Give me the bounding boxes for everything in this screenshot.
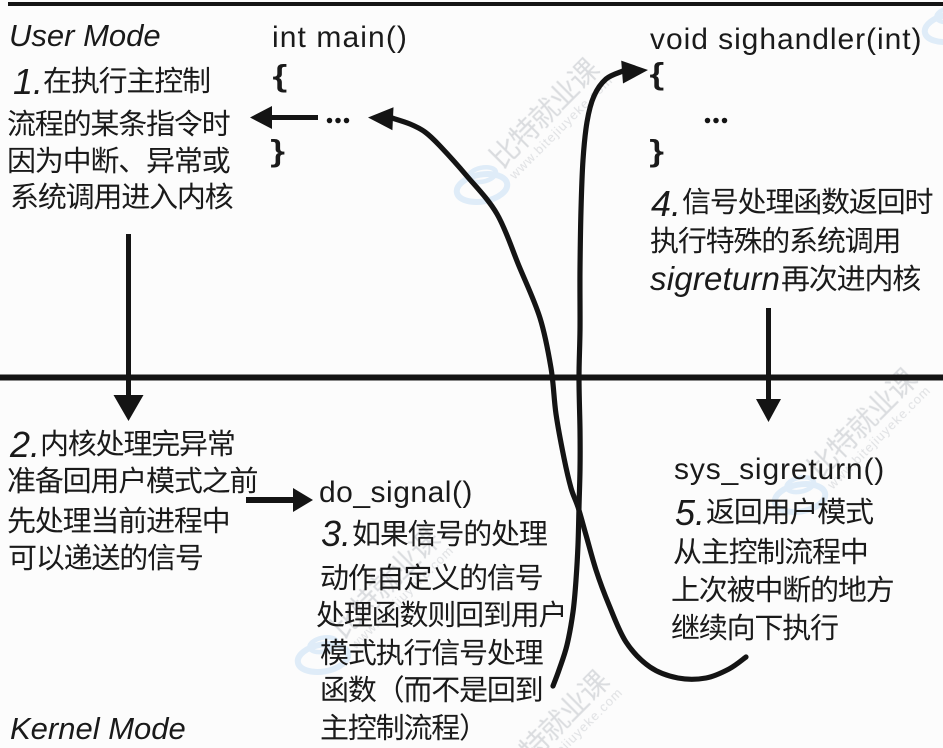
- svg-text:2.: 2.: [9, 424, 40, 465]
- svg-text:Kernel Mode: Kernel Mode: [10, 711, 186, 746]
- svg-text:}: }: [650, 134, 664, 168]
- svg-text:do_signal(): do_signal(): [319, 476, 473, 509]
- svg-text:sys_sigreturn(): sys_sigreturn(): [674, 453, 885, 486]
- svg-text:5.: 5.: [675, 492, 705, 533]
- svg-text:{: {: [650, 57, 664, 91]
- svg-text:int main(): int main(): [272, 21, 408, 54]
- svg-text:4.: 4.: [651, 183, 681, 224]
- svg-text:3.: 3.: [321, 513, 351, 554]
- svg-text:}: }: [271, 134, 285, 168]
- svg-text:1.: 1.: [13, 61, 43, 102]
- svg-text:User Mode: User Mode: [9, 18, 161, 53]
- svg-text:void sighandler(int): void sighandler(int): [650, 23, 922, 56]
- svg-text:sigreturn: sigreturn: [650, 260, 780, 297]
- svg-text:{: {: [273, 59, 287, 93]
